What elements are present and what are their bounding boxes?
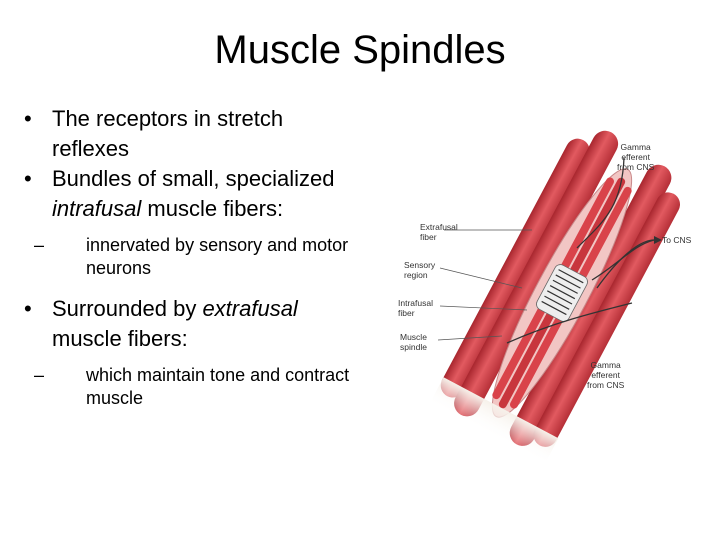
sub-bullet-text: which maintain tone and contract muscle [86,365,350,408]
label-extrafusal-fiber: Extrafusal fiber [420,222,458,242]
bullet-text: The receptors in stretch reflexes [52,106,284,161]
bullet-item-2: • Bundles of small, specialized intrafus… [24,164,354,224]
sub-bullet-item-1: – innervated by sensory and motor neuron… [24,234,354,280]
extrafusal-fiber [509,164,672,446]
muscle-illustration [429,130,681,465]
bullet-list: • The receptors in stretch reflexes • Bu… [24,104,354,424]
label-gamma-afferent: Gamma efferent from CNS [617,142,655,172]
bullet-glyph: • [24,296,32,321]
extrafusal-fiber [533,192,681,447]
bullet-glyph: • [24,166,32,191]
leader-lines [437,229,532,341]
label-sensory-region: Sensory region [404,260,436,280]
extrafusal-fiber [440,138,590,398]
bullet-emphasis: intrafusal [52,196,142,221]
bullet-text-suffix: muscle fibers: [141,196,284,221]
label-muscle-spindle: Muscle spindle [400,332,427,352]
label-intrafusal-fiber: Intrafusal fiber [398,298,433,318]
arrow-icon [654,236,662,244]
tendon [429,377,559,465]
bullet-item-1: • The receptors in stretch reflexes [24,104,354,164]
extrafusal-fiber [454,130,619,417]
bullet-text-prefix: Surrounded by [52,296,203,321]
nerve-fibers [506,157,655,344]
bullet-text-prefix: Bundles of small, specialized [52,166,335,191]
label-to-cns: To CNS [662,235,692,245]
sub-bullet-glyph: – [34,365,45,385]
label-gamma-efferent: Gamma efferent from CNS [587,360,625,390]
bullet-emphasis: extrafusal [202,296,298,321]
bullet-item-3: • Surrounded by extrafusal muscle fibers… [24,294,354,354]
sub-bullet-glyph: – [34,235,45,255]
bullet-glyph: • [24,106,32,131]
slide-title: Muscle Spindles [214,28,506,72]
bullet-text-suffix: muscle fibers: [52,326,188,351]
sub-bullet-item-2: – which maintain tone and contract muscl… [24,364,354,410]
sub-bullet-text: innervated by sensory and motor neurons [86,235,349,278]
muscle-spindle-diagram: Gamma efferent from CNS Extrafusal fiber… [392,128,714,465]
